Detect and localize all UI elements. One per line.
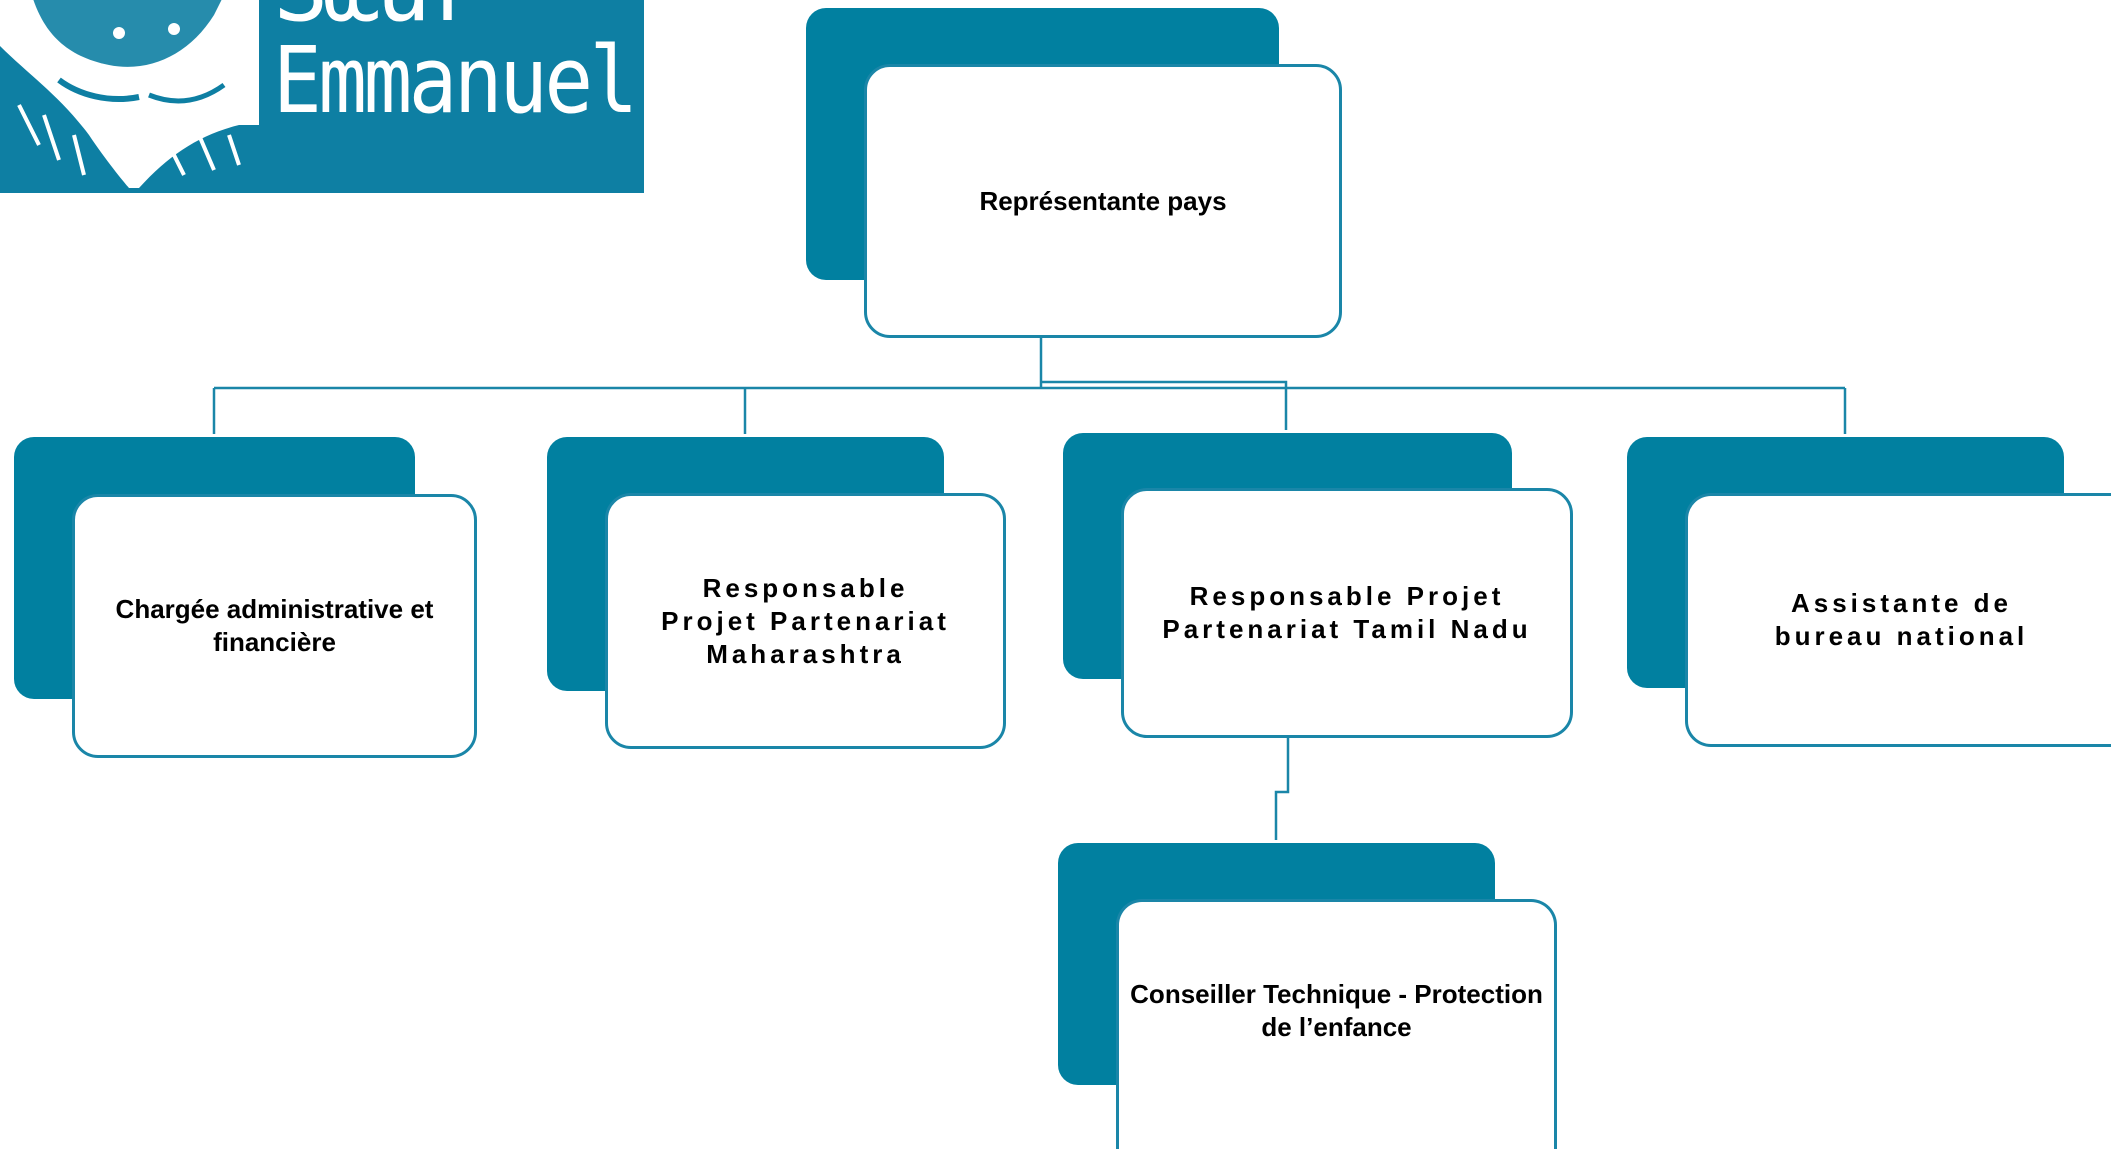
node-admin: Chargée administrative et financière — [72, 494, 477, 758]
node-tamilnadu-label: Responsable Projet Partenariat Tamil Nad… — [1162, 581, 1532, 644]
logo-line-1: Sœur — [273, 0, 483, 35]
node-protection-label: Conseiller Technique - Protection de l’e… — [1130, 978, 1543, 1042]
node-protection: Conseiller Technique - Protection de l’e… — [1116, 899, 1557, 1149]
connector-bus-offset — [1041, 380, 1288, 430]
logo-line-2: Emmanuelle — [273, 27, 639, 134]
node-root: Représentante pays — [864, 64, 1342, 338]
logo: Sœur Emmanuelle — [0, 0, 644, 193]
node-maharashtra-label: Responsable Projet Partenariat Maharasht… — [661, 572, 950, 669]
node-maharashtra: Responsable Projet Partenariat Maharasht… — [605, 493, 1006, 749]
logo-wordmark: Sœur Emmanuelle — [269, 0, 639, 188]
node-tamilnadu: Responsable Projet Partenariat Tamil Nad… — [1121, 488, 1573, 738]
node-root-label: Représentante pays — [979, 185, 1227, 216]
portrait-icon — [0, 0, 259, 188]
node-admin-label: Chargée administrative et financière — [115, 594, 434, 657]
connector-level2 — [1274, 737, 1290, 840]
node-assistant-label: Assistante de bureau national — [1774, 588, 2029, 651]
node-assistant: Assistante de bureau national — [1685, 493, 2111, 747]
